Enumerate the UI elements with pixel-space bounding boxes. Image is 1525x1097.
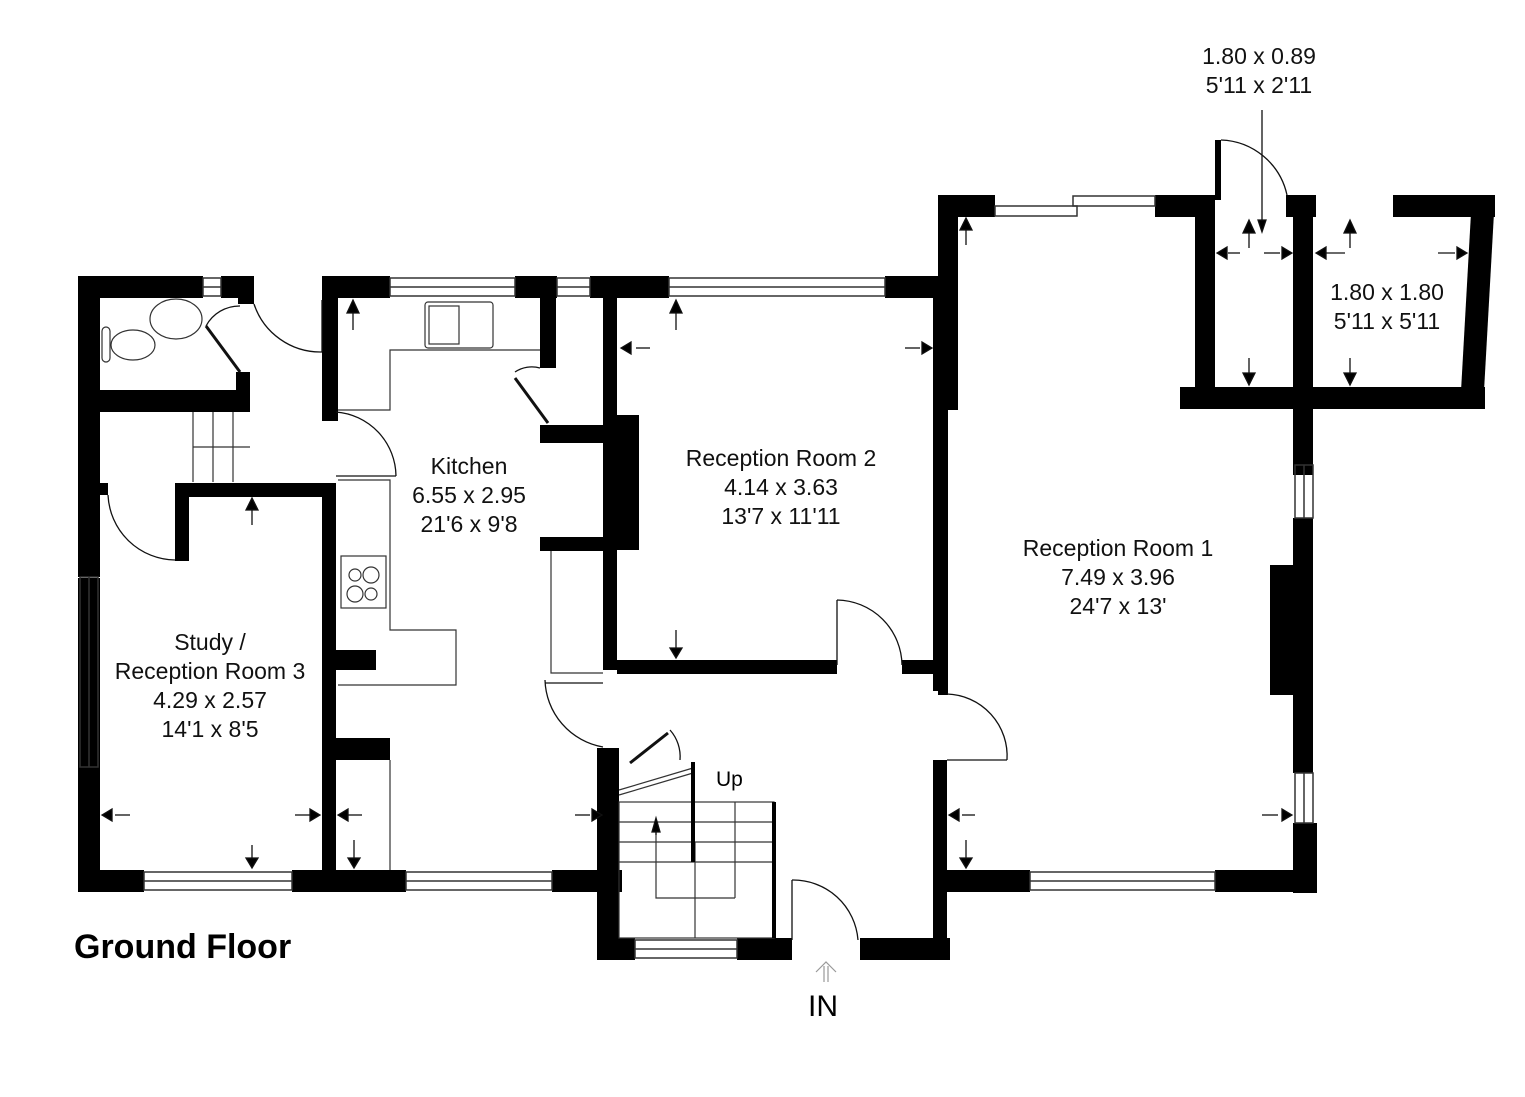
room-metric: 4.29 x 2.57 (153, 687, 267, 713)
room-metric: 4.14 x 3.63 (724, 474, 838, 500)
doors (107, 139, 1288, 941)
room-label-reception-2: Reception Room 2 4.14 x 3.63 13'7 x 11'1… (686, 444, 877, 531)
room-label-study: Study / Reception Room 3 4.29 x 2.57 14'… (115, 628, 306, 744)
stairs-up-label: Up (716, 768, 743, 791)
room-name-line2: Reception Room 3 (114, 658, 306, 684)
room-name: Study / (174, 629, 246, 655)
entrance-arrow-icon (815, 961, 837, 982)
room-imperial: 14'1 x 8'5 (161, 716, 259, 742)
room-name: Kitchen (430, 453, 508, 479)
floor-title: Ground Floor (74, 928, 292, 966)
room-imperial: 24'7 x 13' (1069, 593, 1167, 619)
room-imperial: 21'6 x 9'8 (420, 511, 518, 537)
windows (79, 195, 1314, 959)
room-imperial: 5'11 x 5'11 (1333, 308, 1441, 334)
room-label-store-square: 1.80 x 1.80 5'11 x 5'11 (1330, 278, 1444, 336)
room-imperial: 5'11 x 2'11 (1205, 72, 1313, 98)
room-metric: 6.55 x 2.95 (412, 482, 526, 508)
room-label-reception-1: Reception Room 1 7.49 x 3.96 24'7 x 13' (1023, 534, 1214, 621)
walls (78, 140, 1495, 960)
room-metric: 1.80 x 1.80 (1330, 279, 1444, 305)
fixtures (101, 298, 776, 939)
room-name: Reception Room 1 (1022, 535, 1214, 561)
room-metric: 1.80 x 0.89 (1202, 43, 1316, 69)
room-name: Reception Room 2 (685, 445, 877, 471)
entrance-label: IN (808, 990, 838, 1023)
room-imperial: 13'7 x 11'11 (721, 503, 841, 529)
dimension-arrows (100, 110, 1469, 870)
room-label-store-small: 1.80 x 0.89 5'11 x 2'11 (1202, 42, 1316, 100)
room-metric: 7.49 x 3.96 (1061, 564, 1175, 590)
room-label-kitchen: Kitchen 6.55 x 2.95 21'6 x 9'8 (412, 452, 526, 539)
